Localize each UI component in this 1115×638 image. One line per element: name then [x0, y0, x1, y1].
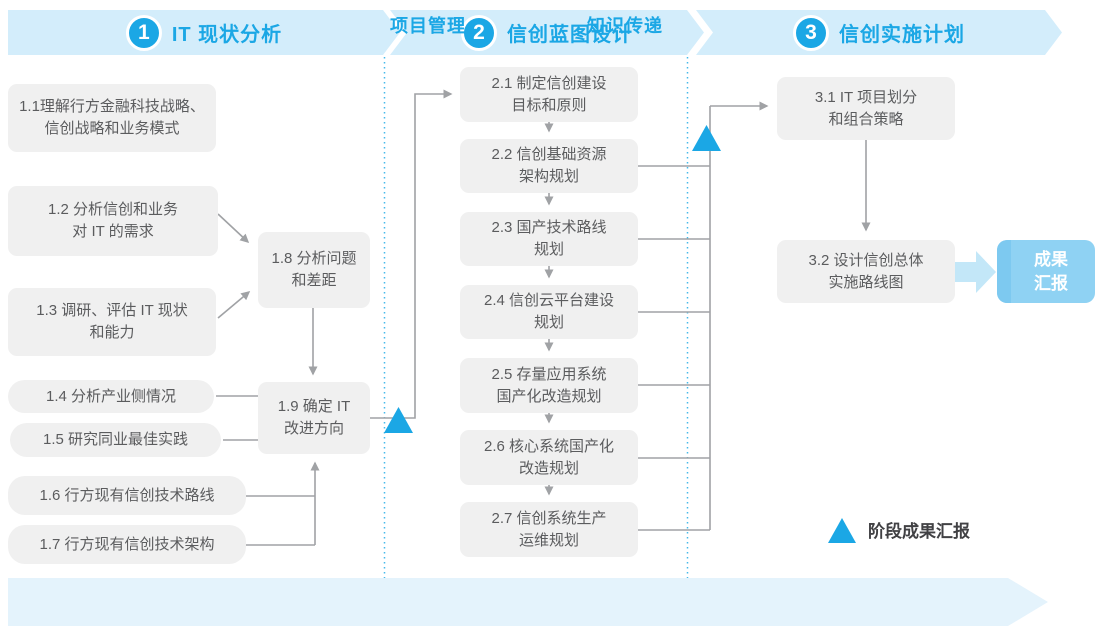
milestone-triangle-icon: [828, 518, 856, 543]
node-text: 改造规划: [518, 459, 579, 477]
node-text: 1.3 调研、评估 IT 现状: [36, 302, 188, 320]
milestone-triangle-phase1: [384, 407, 413, 433]
node-text: 对 IT 的需求: [72, 223, 154, 240]
node-1-4: 1.4 分析产业侧情况: [8, 380, 214, 413]
node-text: 2.7 信创系统生产: [491, 509, 607, 527]
phase-number-badge: 1: [126, 15, 162, 51]
node-text: 1.4 分析产业侧情况: [45, 387, 177, 405]
legend-label: 阶段成果汇报: [868, 522, 970, 541]
node-text: 1.6 行方现有信创技术路线: [39, 486, 215, 504]
node-1-3: 1.3 调研、评估 IT 现状 和能力: [8, 288, 216, 356]
milestone-triangle-phase2: [692, 125, 721, 151]
phase-number-badge: 2: [461, 15, 497, 51]
node-1-5: 1.5 研究同业最佳实践: [10, 423, 221, 457]
node-text: 改进方向: [283, 420, 344, 437]
node-text: 和组合策略: [828, 110, 904, 128]
node-text: 实施路线图: [828, 273, 904, 291]
node-3-1: 3.1 IT 项目划分 和组合策略: [777, 77, 955, 140]
node-text: 2.4 信创云平台建设: [483, 292, 615, 310]
node-text: 2.1 制定信创建设: [491, 74, 607, 92]
phase-title: 信创蓝图设计: [507, 24, 633, 46]
result-block-arrow: [955, 251, 996, 293]
node-text: 3.2 设计信创总体: [808, 251, 924, 269]
project-management-label: 项目管理: [390, 16, 466, 36]
bottom-activity-band: [8, 578, 1048, 626]
phase-header-1: 1 IT 现状分析: [8, 10, 400, 55]
node-text: 信创战略和业务模式: [44, 120, 180, 137]
node-text: 运维规划: [518, 531, 579, 549]
node-text: 2.6 核心系统国产化: [483, 437, 615, 455]
node-text: 3.1 IT 项目划分: [814, 88, 918, 106]
node-text: 1.7 行方现有信创技术架构: [39, 535, 215, 553]
phase-title: IT 现状分析: [171, 24, 283, 46]
node-text: 和差距: [291, 272, 337, 289]
node-text: 2.5 存量应用系统: [491, 365, 607, 383]
node-1-2: 1.2 分析信创和业务 对 IT 的需求: [8, 186, 218, 256]
node-text: 和能力: [89, 324, 135, 341]
node-2-6: 2.6 核心系统国产化 改造规划: [460, 430, 638, 485]
connector-1-9-to-2-1: [370, 89, 453, 419]
connector-1-3-to-1-8: [217, 291, 251, 319]
node-2-7: 2.7 信创系统生产 运维规划: [460, 502, 638, 557]
phase-header-2: 2 信创蓝图设计: [390, 10, 704, 55]
result-text: 汇报: [1034, 273, 1068, 293]
node-text: 架构规划: [518, 168, 579, 185]
legend-milestone: 阶段成果汇报: [828, 517, 970, 543]
phase-number: 2: [473, 20, 485, 44]
node-text: 2.3 国产技术路线: [491, 219, 607, 237]
node-3-2: 3.2 设计信创总体 实施路线图: [777, 240, 955, 303]
phase-number: 3: [805, 20, 817, 44]
node-text: 1.9 确定 IT: [277, 398, 351, 416]
node-text: 1.2 分析信创和业务: [47, 201, 179, 219]
node-text: 2.2 信创基础资源: [491, 146, 607, 164]
node-text: 规划: [533, 241, 564, 258]
node-text: 1.1理解行方金融科技战略、: [19, 98, 205, 116]
node-1-6: 1.6 行方现有信创技术路线: [8, 476, 246, 515]
node-2-4: 2.4 信创云平台建设 规划: [460, 285, 638, 339]
phase-number: 1: [137, 20, 150, 44]
node-1-9: 1.9 确定 IT 改进方向: [258, 382, 370, 454]
phase-title: 信创实施计划: [839, 24, 965, 46]
node-text: 1.5 研究同业最佳实践: [42, 431, 189, 449]
node-1-7: 1.7 行方现有信创技术架构: [8, 525, 246, 564]
result-text: 成果: [1034, 249, 1068, 269]
knowledge-transfer-label: 知识传递: [587, 16, 663, 36]
node-2-2: 2.2 信创基础资源 架构规划: [460, 139, 638, 193]
node-text: 国产化改造规划: [496, 387, 602, 405]
result-report-box: 成果 汇报: [997, 240, 1095, 303]
phase-number-badge: 3: [793, 15, 829, 51]
result-box-stripe: [997, 240, 1011, 303]
node-1-8: 1.8 分析问题 和差距: [258, 232, 370, 308]
connector-1-2-to-1-8: [217, 213, 250, 244]
node-text: 规划: [533, 314, 564, 331]
node-text: 目标和原则: [511, 96, 587, 114]
node-text: 1.8 分析问题: [271, 250, 357, 268]
node-2-1: 2.1 制定信创建设 目标和原则: [460, 67, 638, 122]
node-1-1: 1.1理解行方金融科技战略、 信创战略和业务模式: [8, 84, 216, 152]
node-2-3: 2.3 国产技术路线 规划: [460, 212, 638, 266]
node-2-5: 2.5 存量应用系统 国产化改造规划: [460, 358, 638, 413]
phase-header-3: 3 信创实施计划: [696, 10, 1062, 55]
